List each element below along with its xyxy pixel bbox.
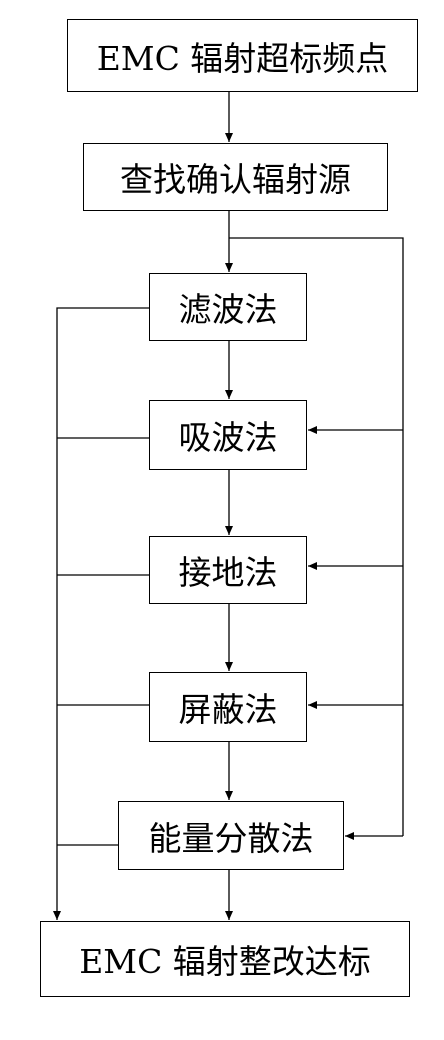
node-find-radiation-source: 查找确认辐射源 [83, 143, 388, 211]
node-absorb-method: 吸波法 [149, 400, 307, 470]
node-filter-method: 滤波法 [149, 273, 307, 341]
node-shield-method: 屏蔽法 [149, 672, 307, 742]
node-ground-method: 接地法 [149, 536, 307, 604]
node-label: 滤波法 [178, 290, 278, 329]
node-emc-rectification-pass: EMC 辐射整改达标 [40, 921, 410, 997]
node-label: 能量分散法 [148, 818, 314, 858]
left-exit-rail [53, 307, 149, 920]
right-bypass-rail [229, 237, 404, 836]
node-label: 接地法 [178, 553, 278, 592]
node-emc-radiation-exceed: EMC 辐射超标频点 [67, 19, 418, 92]
node-label: EMC 辐射超标频点 [96, 38, 389, 78]
node-label: 吸波法 [178, 418, 278, 457]
node-label: 查找确认辐射源 [120, 160, 351, 199]
node-label: EMC 辐射整改达标 [79, 942, 371, 981]
node-energy-spread-method: 能量分散法 [118, 801, 344, 870]
node-label: 屏蔽法 [178, 690, 278, 729]
